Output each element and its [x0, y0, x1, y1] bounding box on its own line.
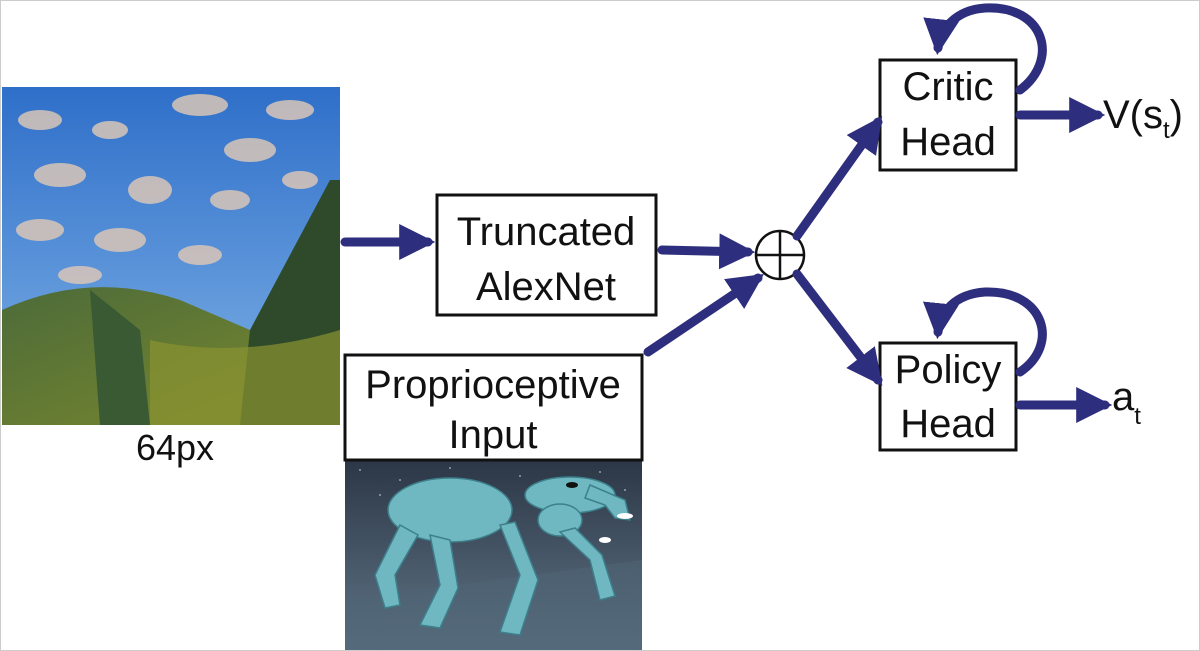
- proprioceptive-label-line2: Input: [449, 413, 538, 457]
- policy-label-line2: Head: [900, 402, 996, 446]
- policy-recurrent-loop: [922, 287, 1047, 377]
- action-output-main: a: [1112, 375, 1135, 419]
- value-output-main: V(s: [1103, 93, 1163, 137]
- critic-label-line2: Head: [900, 120, 996, 164]
- action-output-label: at: [1112, 375, 1141, 430]
- alexnet-box: Truncated AlexNet: [435, 193, 658, 317]
- alexnet-label-line2: AlexNet: [476, 265, 616, 309]
- critic-head-box: Critic Head: [878, 58, 1018, 172]
- merge-node: [754, 229, 806, 281]
- action-output-subscript: t: [1134, 403, 1141, 430]
- image-caption: 64px: [136, 427, 214, 468]
- proprioceptive-box: Proprioceptive Input: [343, 353, 644, 462]
- proprioceptive-label-line1: Proprioceptive: [365, 363, 621, 407]
- value-output-label: V(st): [1103, 93, 1183, 144]
- arrow-alexnet-to-merge: [657, 233, 756, 270]
- camera-input-image: [2, 87, 340, 425]
- value-output-subscript: t: [1163, 117, 1170, 144]
- robot-image: [345, 460, 642, 651]
- critic-recurrent-loop: [923, 3, 1047, 95]
- value-output-close: ): [1170, 93, 1183, 137]
- alexnet-label-line1: Truncated: [457, 210, 636, 254]
- policy-label-line1: Policy: [895, 348, 1002, 392]
- arrow-merge-to-policy: [792, 269, 883, 386]
- critic-label-line1: Critic: [902, 65, 993, 109]
- policy-head-box: Policy Head: [878, 341, 1018, 452]
- arrow-proprio-to-merge: [643, 273, 764, 357]
- arrow-merge-to-critic: [792, 116, 883, 241]
